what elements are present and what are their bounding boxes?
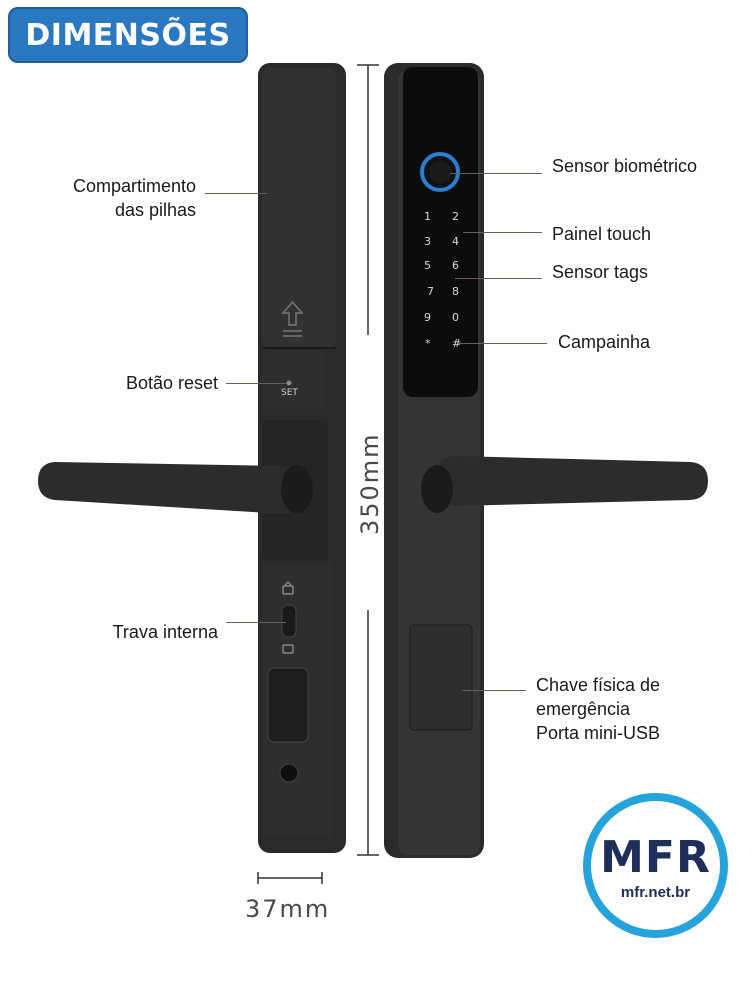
key-6[interactable]: 6 [452,259,459,272]
key-2[interactable]: 2 [452,210,459,223]
tags-leader [455,278,542,279]
key-label-line1: Chave física de [536,675,661,695]
logo-url: mfr.net.br [620,884,691,901]
touch-leader [463,232,542,233]
key-star[interactable]: * [425,337,431,350]
title-badge: DIMENSÕES [8,7,248,63]
key-label-line3: Porta mini-USB [536,723,661,743]
page-title: DIMENSÕES [25,17,231,53]
key-leader [462,690,526,691]
bell-label: Campainha [558,332,651,352]
battery-label-line1: Compartimento [72,176,196,196]
tags-label: Sensor tags [552,262,649,282]
key-3[interactable]: 3 [424,235,431,248]
logo-mark: MFR [600,832,711,883]
brand-logo: MFR mfr.net.br [583,793,728,938]
key-1[interactable]: 1 [424,210,431,223]
key-7[interactable]: 7 [427,285,434,298]
key-label: Chave física de emergência Porta mini-US… [536,673,660,745]
key-5[interactable]: 5 [424,259,431,272]
key-0[interactable]: 0 [452,311,459,324]
biometric-leader [450,173,542,174]
key-hash[interactable]: # [452,337,462,350]
reset-caption: SET [281,388,298,398]
battery-leader [205,193,267,194]
touch-label: Painel touch [552,224,652,244]
battery-label-line2: das pilhas [114,200,196,220]
biometric-label: Sensor biométrico [552,156,698,176]
key-4[interactable]: 4 [452,235,459,248]
lock-leader [226,622,286,623]
bell-leader [458,343,547,344]
lock-label: Trava interna [112,622,218,642]
reset-leader [226,383,286,384]
width-dimension: 37mm [245,895,331,923]
key-label-line2: emergência [536,699,631,719]
reset-label: Botão reset [125,373,218,393]
key-9[interactable]: 9 [424,311,431,324]
battery-label: Compartimento das pilhas [40,174,196,222]
key-8[interactable]: 8 [452,285,459,298]
